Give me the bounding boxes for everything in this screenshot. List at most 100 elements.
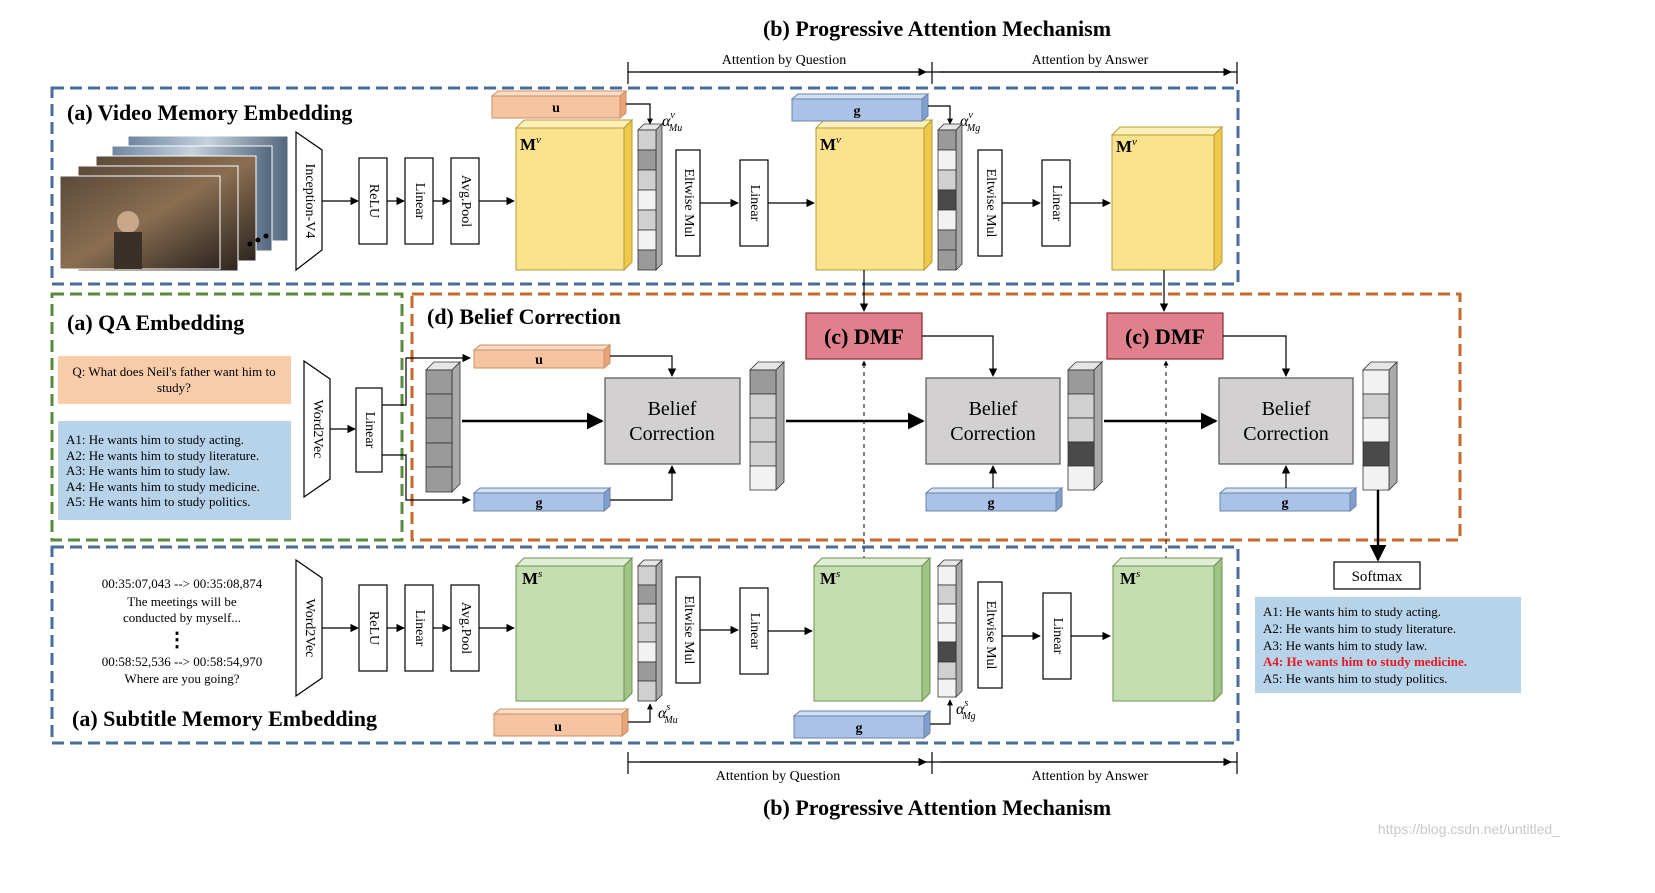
subtitle-memory-block-2 <box>812 556 932 703</box>
subtitle-eltwise-label-2: Eltwise Mul <box>983 601 998 670</box>
subtitle-relu-block <box>358 584 388 672</box>
score-column-initial <box>425 361 461 493</box>
g-vector-bottom <box>792 709 932 740</box>
attention-by-answer-bottom: Attention by Answer <box>1032 769 1149 784</box>
subtitle-memory-block-1 <box>514 556 634 703</box>
subtitle-line-1b: conducted by myself... <box>123 610 241 625</box>
dmf-block-1 <box>805 312 923 360</box>
attention-by-answer-top: Attention by Answer <box>1032 53 1149 68</box>
attention-by-question-bottom: Attention by Question <box>716 769 840 784</box>
question-line-1: Q: What does Neil's father want him to <box>72 364 275 379</box>
qa-answer-2: A2: He wants him to study literature. <box>66 448 259 463</box>
qa-answer-3: A3: He wants him to study law. <box>66 463 230 478</box>
u-label-top: u <box>552 101 560 116</box>
qa-word2vec-block <box>303 359 331 499</box>
u-label-belief: u <box>535 353 543 368</box>
video-eltwise-block-2 <box>977 149 1003 257</box>
qa-linear-block <box>355 387 383 473</box>
video-eltwise-label-1: Eltwise Mul <box>681 169 696 238</box>
dmf-label-1: (c) DMF <box>824 324 904 349</box>
video-linear-label-2: Linear <box>747 185 762 222</box>
belief-correction-2-line-1: Belief <box>969 398 1018 420</box>
video-memory-label-1: Mv <box>520 134 541 154</box>
g-label-belief: g <box>536 496 543 511</box>
subtitle-memory-label-2: Ms <box>820 568 840 588</box>
g-label-belief-3: g <box>1282 496 1289 511</box>
attention-span-top <box>627 62 1238 84</box>
belief-correction-block-3 <box>1218 377 1354 465</box>
belief-correction-3-line-1: Belief <box>1262 398 1311 420</box>
watermark: https://blog.csdn.net/untitled_ <box>1378 821 1560 837</box>
video-memory-block-1 <box>514 118 634 272</box>
belief-correction-frame <box>410 292 1462 542</box>
qa-answer-4: A4: He wants him to study medicine. <box>66 479 260 494</box>
belief-correction-title: (d) Belief Correction <box>427 304 621 329</box>
subtitle-memory-block-3 <box>1111 556 1224 703</box>
subtitle-avgpool-label: Avg.Pool <box>458 602 473 654</box>
qa-answer-1: A1: He wants him to study acting. <box>66 432 244 447</box>
softmax-label: Softmax <box>1352 569 1403 585</box>
subtitle-linear-label-3: Linear <box>1050 618 1065 655</box>
belief-correction-3-line-2: Correction <box>1243 423 1329 445</box>
u-label-bottom: u <box>554 720 562 735</box>
subtitle-eltwise-block-1 <box>675 576 701 684</box>
subtitle-time-1: 00:35:07,043 --> 00:35:08,874 <box>102 576 263 591</box>
score-column-2 <box>1067 361 1103 491</box>
subtitle-word2vec-block <box>295 558 323 698</box>
belief-correction-1-line-1: Belief <box>648 398 697 420</box>
u-vector-top <box>490 89 628 120</box>
belief-correction-block-1 <box>604 377 741 465</box>
softmax-block <box>1333 561 1421 590</box>
output-answer-3: A3: He wants him to study law. <box>1263 638 1427 653</box>
subtitle-memory-frame <box>50 545 1240 745</box>
belief-correction-block-2 <box>925 377 1061 465</box>
attention-column-video-1 <box>637 123 663 271</box>
subtitle-eltwise-label-1: Eltwise Mul <box>681 596 696 665</box>
video-avgpool-label: Avg.Pool <box>458 175 473 227</box>
question-line-2: study? <box>157 380 191 395</box>
attention-column-subtitle-1 <box>637 559 663 702</box>
video-linear-block-3 <box>1041 159 1071 247</box>
video-linear-block <box>404 157 434 245</box>
pam-title-bottom: (b) Progressive Attention Mechanism <box>763 795 1111 820</box>
video-memory-title: (a) Video Memory Embedding <box>67 100 352 125</box>
subtitle-linear-label-2: Linear <box>747 613 762 650</box>
subtitle-memory-label-3: Ms <box>1120 568 1140 588</box>
g-label-belief-2: g <box>988 496 995 511</box>
qa-answer-5: A5: He wants him to study politics. <box>66 494 251 509</box>
video-eltwise-label-2: Eltwise Mul <box>983 169 998 238</box>
question-box <box>58 356 291 404</box>
score-column-3 <box>1362 361 1398 491</box>
video-memory-frame <box>50 86 1240 286</box>
subtitle-linear-block-3 <box>1042 592 1072 680</box>
inception-v4-label: Inception-V4 <box>302 164 317 239</box>
output-answer-2: A2: He wants him to study literature. <box>1263 621 1456 636</box>
video-memory-label-3: Mv <box>1116 136 1137 156</box>
video-avgpool-block <box>450 157 480 245</box>
belief-correction-2-line-2: Correction <box>950 423 1036 445</box>
subtitle-time-2: 00:58:52,536 --> 00:58:54,970 <box>102 654 262 669</box>
video-memory-label-2: Mv <box>820 134 841 154</box>
output-answer-1: A1: He wants him to study acting. <box>1263 604 1441 619</box>
subtitle-word2vec-label: Word2Vec <box>302 599 317 658</box>
pam-title-top: (b) Progressive Attention Mechanism <box>763 16 1111 41</box>
video-linear-block-2 <box>739 159 769 247</box>
g-vector-belief-2 <box>924 486 1064 513</box>
qa-embedding-title: (a) QA Embedding <box>67 310 244 335</box>
g-vector-belief <box>472 486 612 513</box>
qa-word2vec-label: Word2Vec <box>310 400 325 459</box>
g-label-bottom: g <box>856 721 863 736</box>
subtitle-memory-label-1: Ms <box>522 568 542 588</box>
subtitle-memory-title: (a) Subtitle Memory Embedding <box>72 706 377 731</box>
video-eltwise-block-1 <box>675 149 701 257</box>
video-frames <box>59 135 289 272</box>
subtitle-line-1a: The meetings will be <box>127 594 237 609</box>
output-answer-5: A5: He wants him to study politics. <box>1263 671 1448 686</box>
subtitle-avgpool-block <box>450 584 480 672</box>
answers-box <box>58 421 291 520</box>
video-relu-label: ReLU <box>366 184 381 218</box>
